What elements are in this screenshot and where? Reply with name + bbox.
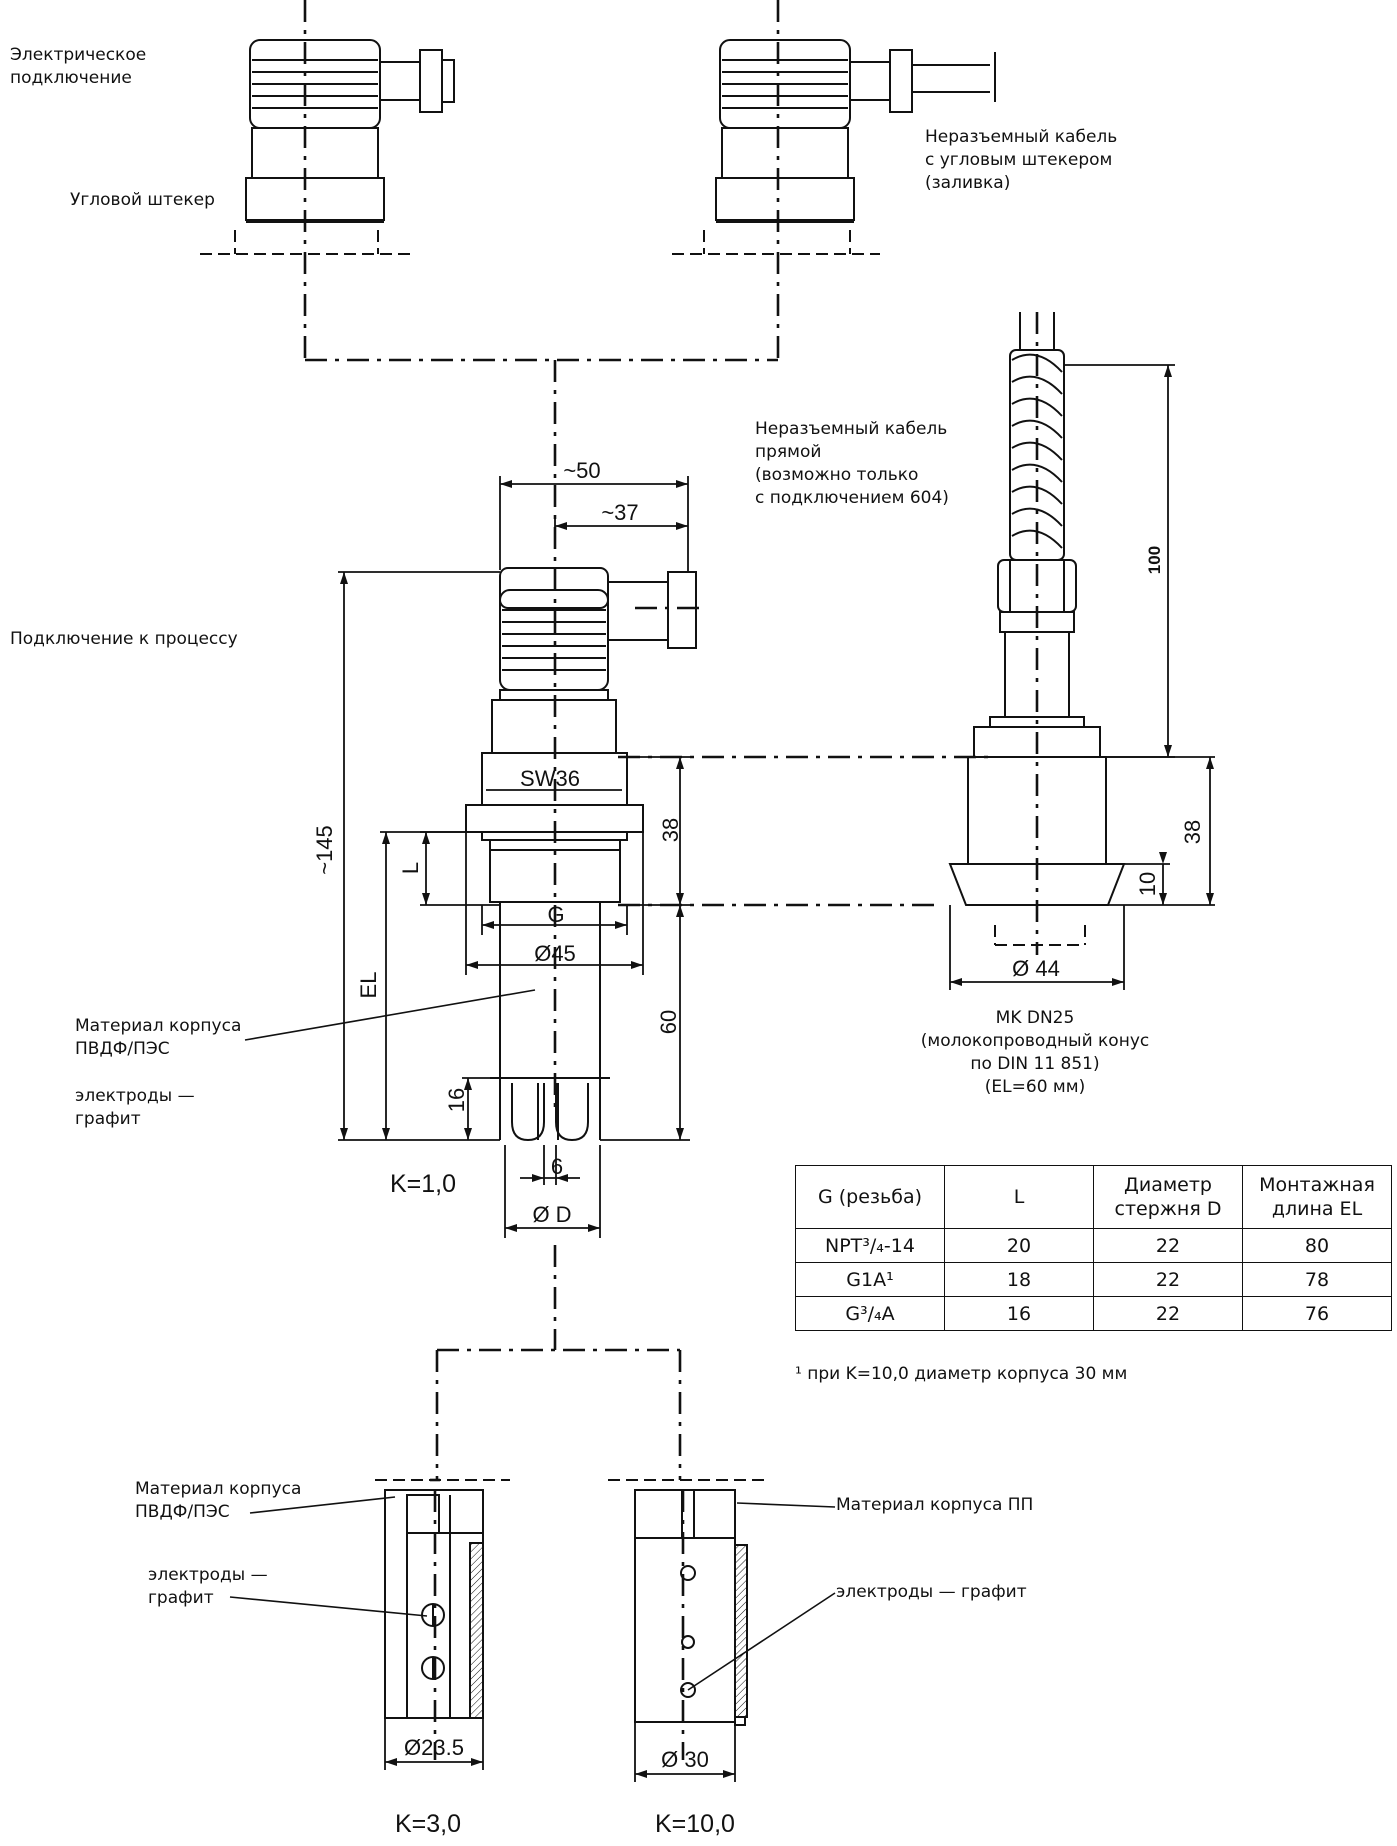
table-cell-el: 78 [1242,1262,1392,1297]
table-cell-el: 76 [1242,1296,1392,1331]
angle-plug-left [245,39,455,223]
dim-h38-right: 38 [1180,820,1205,844]
dim-h38-left: 38 [658,818,683,842]
dim-w37: ~37 [601,500,638,525]
dim-G: G [547,902,564,927]
table-cell-d: 22 [1093,1228,1243,1263]
table-cell-l: 16 [944,1296,1094,1331]
dim-h16: 16 [444,1088,469,1112]
label-mk-dn25: MK DN25 (молокопроводный конус по DIN 11… [920,1008,1150,1097]
dim-d44: Ø 44 [1012,956,1060,981]
table-header-l: L [944,1165,1094,1229]
dim-d45: Ø45 [534,941,576,966]
dim-w50: ~50 [563,458,600,483]
table-header-g: G (резьба) [795,1165,945,1229]
dim-h60: 60 [656,1010,681,1034]
table-footnote: ¹ при K=10,0 диаметр корпуса 30 мм [795,1364,1128,1384]
dim-dD: Ø D [532,1202,571,1227]
dim-d30: Ø 30 [661,1747,709,1772]
angle-plug-cable [715,39,996,223]
dim-h10: 10 [1135,872,1160,896]
main-sensor-body [465,567,697,1142]
table-cell-d: 22 [1093,1296,1243,1331]
label-electrodes-k3: электроды — графит [148,1565,268,1608]
table-row: G1A¹ 18 22 78 [795,1262,1392,1297]
label-housing-material-pp: Материал корпуса ПП [836,1495,1034,1515]
table-cell-g: G1A¹ [795,1262,945,1297]
label-electrodes-k10: электроды — графит [836,1582,1027,1602]
label-process-connection: Подключение к процессу [10,629,238,649]
table-cell-l: 20 [944,1228,1094,1263]
dim-h100: 100 [1145,546,1164,574]
table-cell-g: G³/₄A [795,1296,945,1331]
k-value-10: K=10,0 [655,1810,735,1838]
straight-cable-variant [948,312,1126,906]
leader-lines [229,989,836,1691]
dim-L: L [398,862,423,874]
label-cable-straight: Неразъемный кабель прямой (возможно толь… [755,419,949,508]
dim-sw36: SW36 [520,766,580,791]
dashed-outlines [200,230,1086,1481]
table-cell-el: 80 [1242,1228,1392,1263]
label-electrodes-k1: электроды — графит [75,1086,195,1129]
dimension-lines [338,364,1215,1782]
table-cell-g: NPT³/₄-14 [795,1228,945,1263]
label-housing-material-k3: Материал корпуса ПВДФ/ПЭС [135,1479,302,1522]
label-electrical-connection: Электрическое подключение [10,45,147,88]
table-row: G³/₄A 16 22 76 [795,1296,1392,1331]
table-cell-l: 18 [944,1262,1094,1297]
dimension-arrows [340,365,1214,1778]
dim-w6: 6 [551,1154,563,1179]
label-cable-angle-plug: Неразъемный кабель с угловым штекером (з… [925,127,1118,193]
table-cell-d: 22 [1093,1262,1243,1297]
k3-sensor [384,1489,484,1719]
dim-h145: ~145 [312,825,337,875]
table-row: NPT³/₄-14 20 22 80 [795,1228,1392,1263]
label-housing-material-k1: Материал корпуса ПВДФ/ПЭС [75,1016,242,1059]
dim-d23-5: Ø23.5 [404,1735,464,1760]
k-value-3: K=3,0 [395,1810,462,1838]
label-angle-plug: Угловой штекер [70,190,215,210]
dim-EL: EL [356,972,381,999]
k10-sensor [634,1489,748,1726]
k-value-1: K=1,0 [390,1170,457,1198]
